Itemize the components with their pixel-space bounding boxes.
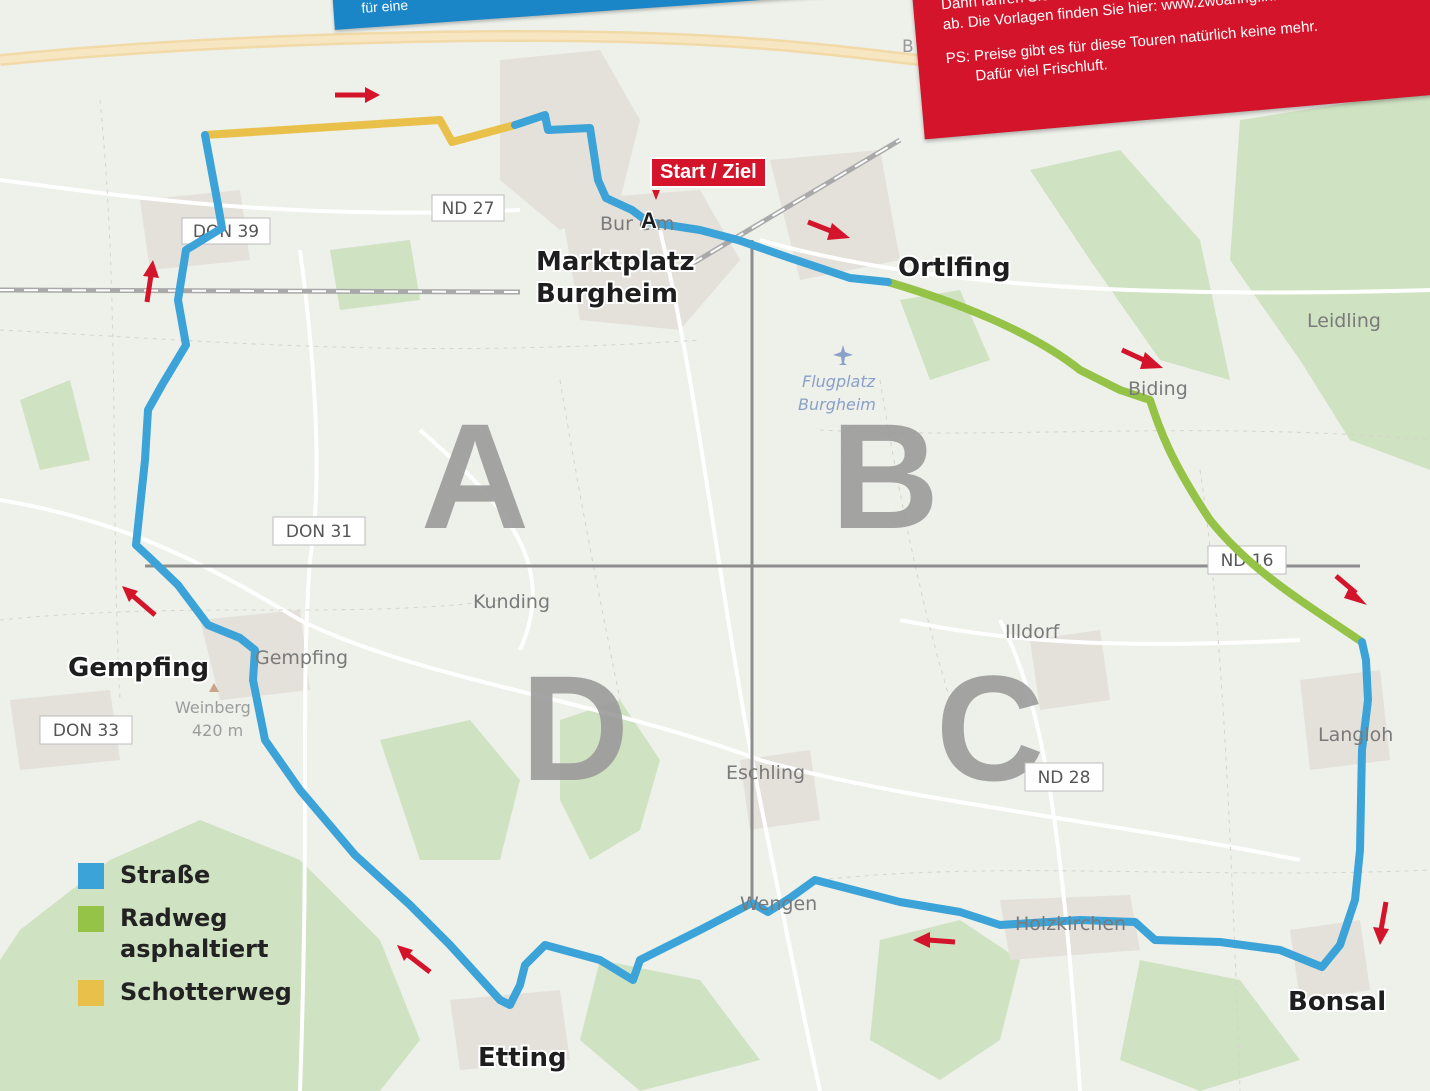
route-road-north	[511, 111, 892, 286]
arrow-southeast-icon	[807, 219, 850, 240]
quadrant-a: A	[421, 392, 529, 560]
legend-label-bikepath: Radweg asphaltiert	[120, 903, 268, 965]
direction-arrows	[122, 87, 1389, 974]
legend-label-bikepath-2: asphaltiert	[120, 935, 269, 963]
arrow-west-icon	[913, 932, 956, 948]
legend-item-road: Straße	[78, 860, 292, 891]
quadrant-d: D	[521, 644, 629, 812]
arrow-east-icon	[335, 87, 380, 103]
road-label-don31: DON 31	[286, 522, 352, 542]
place-kunding: Kunding	[473, 591, 550, 613]
summit-icon	[209, 683, 219, 692]
quadrant-grid	[145, 240, 1360, 900]
place-flugplatz-burgheim: Burgheim	[798, 395, 876, 414]
legend-item-gravel: Schotterweg	[78, 977, 292, 1008]
road-label-nd28: ND 28	[1038, 768, 1091, 788]
place-wengen: Wengen	[740, 893, 817, 915]
route-bikepath	[884, 278, 1366, 646]
arrow-southeast-icon	[1334, 574, 1367, 605]
place-etting: Etting	[478, 1043, 567, 1073]
route-gravel	[201, 116, 519, 146]
start-finish-label: Start / Ziel	[650, 157, 767, 188]
start-marker: A	[640, 190, 660, 235]
place-weinberg: Weinberg	[175, 698, 251, 717]
minor-roads	[0, 178, 1430, 1091]
legend-swatch-gravel	[78, 980, 104, 1006]
arrow-northwest-icon	[122, 586, 157, 617]
arrow-north-icon	[143, 260, 159, 303]
place-leidling: Leidling	[1307, 310, 1381, 332]
legend-item-bikepath: Radweg asphaltiert	[78, 903, 292, 965]
legend-swatch-road	[78, 863, 104, 889]
place-biding: Biding	[1128, 378, 1188, 400]
start-marker-letter: A	[641, 208, 657, 233]
road-label-nd27: ND 27	[442, 199, 495, 219]
place-langloh: Langloh	[1318, 724, 1393, 746]
arrow-northwest-icon	[397, 945, 432, 974]
banner-blue-text: für eine	[360, 0, 409, 16]
place-ortlfing: Ortlfing	[898, 253, 1011, 283]
place-holzkirchen: Holzkirchen	[1015, 913, 1126, 935]
legend-label-road: Straße	[120, 861, 211, 889]
paths	[0, 99, 1430, 1091]
legend-label-bikepath-1: Radweg	[120, 904, 228, 932]
place-eschling: Eschling	[726, 762, 805, 784]
road-label-b: B	[902, 37, 914, 57]
airfield-icon	[833, 345, 853, 365]
legend-swatch-bikepath	[78, 906, 104, 932]
road-label-don33: DON 33	[53, 721, 119, 741]
place-weinberg-altitude: 420 m	[192, 721, 243, 740]
place-flugplatz: Flugplatz	[802, 372, 876, 391]
arrow-southeast-icon	[1120, 347, 1163, 369]
place-gempfing-small: Gempfing	[255, 647, 348, 669]
place-burgheim-small: Bur eim	[600, 213, 674, 235]
forest-areas	[0, 90, 1430, 1091]
place-marktplatz: Marktplatz	[536, 247, 695, 277]
route-road-loop	[132, 131, 1372, 1009]
place-bonsal: Bonsal	[1288, 987, 1386, 1017]
quadrant-b: B	[831, 392, 939, 560]
legend-label-gravel: Schotterweg	[120, 978, 292, 1006]
place-marktplatz-burgheim: Burgheim	[536, 279, 678, 309]
place-illdorf: Illdorf	[1005, 621, 1061, 643]
place-gempfing: Gempfing	[68, 653, 209, 683]
map-legend: Straße Radweg asphaltiert Schotterweg	[78, 860, 292, 1020]
arrow-south-icon	[1373, 901, 1389, 945]
